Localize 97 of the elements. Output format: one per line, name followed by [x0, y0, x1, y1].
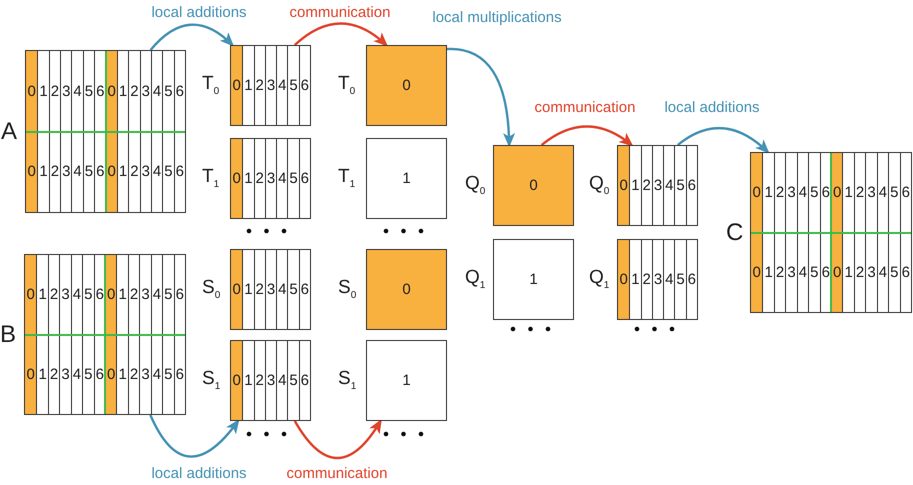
matrix-cell: 5 [674, 146, 686, 225]
matrix-label: C [726, 220, 744, 244]
matrix-cell: 6 [298, 250, 310, 329]
matrix-cell: 5 [287, 341, 299, 420]
matrix-cell: 1 [242, 46, 254, 125]
matrix-cell: 3 [652, 240, 664, 319]
block-number: 1 [402, 372, 411, 389]
curved-arrow [446, 48, 515, 148]
curved-arrow [149, 414, 240, 458]
matrix-cell: 0 [231, 46, 242, 125]
matrix-cell: 5 [287, 139, 299, 218]
matrix-cell: 6 [686, 240, 697, 319]
curved-arrow [294, 22, 388, 47]
edge-label: communication [290, 5, 390, 20]
row-label: T$_{0}$ [202, 74, 220, 96]
row-label: T$_{0}$ [338, 74, 356, 96]
row-label: S$_{1}$ [202, 368, 220, 392]
matrix-cell: 0 [751, 232, 762, 312]
matrix-cell: 2 [640, 240, 652, 319]
matrix-cell: 0 [25, 334, 36, 414]
matrix-cell: 3 [264, 46, 276, 125]
result-block [493, 239, 574, 320]
row-label: S$_{1}$ [338, 368, 356, 392]
matrix-cell: 5 [287, 250, 299, 329]
row-label: S$_{0}$ [202, 278, 220, 300]
matrix-cell: 4 [663, 240, 674, 319]
row-label: Q$_{1}$ [589, 268, 610, 290]
row-label: Q$_{0}$ [589, 174, 610, 196]
matrix-cell: 0 [831, 153, 842, 232]
matrix-cell: 2 [254, 341, 265, 420]
block-number: 1 [402, 170, 411, 187]
matrix-cell: 5 [287, 46, 299, 125]
block-number: 0 [529, 177, 538, 194]
matrix-label: A [1, 120, 18, 144]
matrix-cell: 0 [25, 255, 36, 334]
block-strip [230, 45, 311, 126]
matrix-cell: 0 [618, 240, 630, 319]
matrix-cell: 6 [298, 139, 310, 218]
matrix-cell: 0 [231, 250, 242, 329]
row-label: T$_{1}$ [338, 166, 356, 190]
matrix-cell: 1 [242, 250, 254, 329]
matrix-cell: 0 [105, 255, 116, 334]
edge-label: communication [286, 466, 388, 481]
block-number: 1 [529, 271, 538, 288]
matrix-cell: 6 [298, 46, 310, 125]
curved-arrow [677, 127, 770, 154]
edge-label: local additions [151, 466, 247, 481]
edge-label: communication [534, 100, 636, 115]
matrix-cell: 0 [26, 51, 38, 132]
row-label: T$_{1}$ [202, 166, 220, 190]
edge-label: local additions [151, 5, 247, 20]
matrix-cell: 3 [652, 146, 664, 225]
block-number: 0 [402, 281, 411, 298]
matrix-cell: 4 [276, 139, 288, 218]
matrix-cell: 2 [254, 46, 265, 125]
matrix-label: B [0, 322, 16, 346]
row-label: Q$_{0}$ [465, 174, 486, 196]
matrix-cell: 0 [26, 132, 38, 212]
matrix-cell: 6 [686, 146, 697, 225]
block-number: 0 [402, 77, 411, 94]
matrix-cell: 4 [663, 146, 674, 225]
matrix-cell: 4 [276, 341, 288, 420]
matrix-cell: 3 [264, 139, 276, 218]
edge-label: local multiplications [432, 10, 562, 25]
block-strip [230, 249, 311, 330]
matrix-cell: 4 [276, 250, 288, 329]
matrix-cell: 4 [276, 46, 288, 125]
matrix-cell: 1 [242, 139, 254, 218]
matrix-cell: 0 [231, 139, 242, 218]
block-strip [230, 340, 311, 421]
result-block [366, 249, 447, 330]
matrix-cell: 6 [298, 341, 310, 420]
result-block [493, 145, 574, 226]
row-label: S$_{0}$ [338, 278, 356, 300]
result-block [366, 138, 447, 219]
matrix-cell: 5 [674, 240, 686, 319]
curved-arrow [150, 24, 234, 51]
matrix-cell: 3 [264, 341, 276, 420]
row-label: Q$_{1}$ [465, 268, 486, 290]
matrix-cell: 1 [629, 146, 641, 225]
result-block [366, 340, 447, 421]
matrix-cell: 1 [242, 341, 254, 420]
matrix-cell: 2 [254, 250, 265, 329]
block-strip [617, 239, 698, 320]
block-strip [617, 145, 698, 226]
matrix-cell: 2 [640, 146, 652, 225]
block-strip [230, 138, 311, 219]
matrix-cell: 3 [264, 250, 276, 329]
matrix-cell: 0 [751, 153, 762, 232]
matrix-cell: 0 [231, 341, 242, 420]
matrix-cell: 1 [629, 240, 641, 319]
curved-arrow [294, 418, 382, 460]
curved-arrow [540, 125, 634, 146]
result-block [366, 45, 447, 126]
matrix-cell: 0 [618, 146, 630, 225]
edge-label: local additions [664, 100, 760, 115]
matrix-cell: 2 [254, 139, 265, 218]
